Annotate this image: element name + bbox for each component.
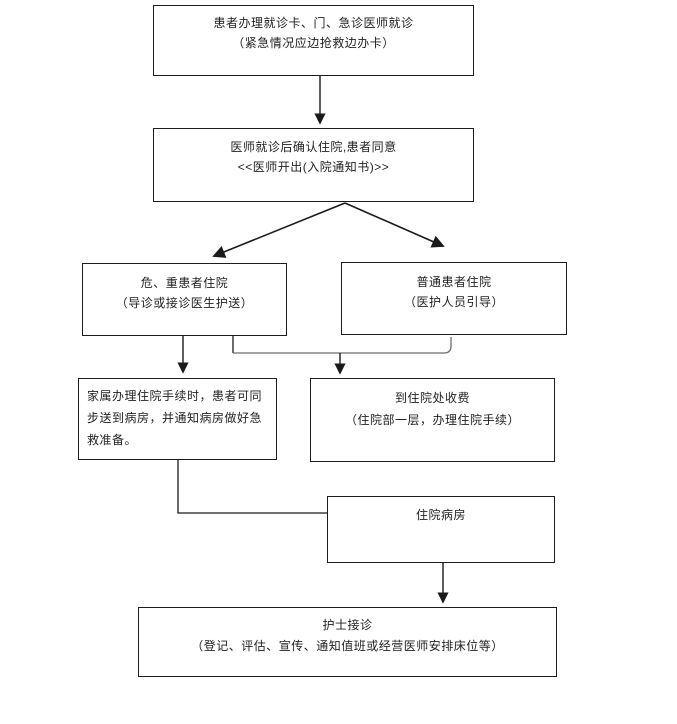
- flow-box-critical-patient: 危、重患者住院 （导诊或接诊医生护送）: [82, 263, 287, 336]
- line-family-to-ward: [177, 460, 327, 514]
- normal-patient-line1: 普通患者住院: [416, 275, 492, 289]
- inpatient-ward-line1: 住院病房: [415, 508, 466, 522]
- nurse-reception-line1: 护士接诊: [322, 618, 373, 632]
- line-merge-horizontal: [233, 337, 452, 354]
- nurse-reception-line2: （登记、评估、宣传、通知值班或经营医师安排床位等）: [191, 639, 504, 653]
- admission-fee-line2: （住院部一层，办理住院手续）: [344, 413, 520, 427]
- arrow-confirm-to-normal: [344, 202, 445, 248]
- flow-box-confirm-admission: 医师就诊后确认住院,患者同意 <<医师开出(入院通知书)>>: [153, 128, 474, 202]
- confirm-admission-line2: <<医师开出(入院通知书)>>: [237, 160, 390, 174]
- flow-box-registration: 患者办理就诊卡、门、急诊医师就诊 （紧急情况应边抢救边办卡）: [153, 5, 474, 76]
- registration-line1: 患者办理就诊卡、门、急诊医师就诊: [213, 16, 414, 30]
- flow-box-admission-fee: 到住院处收费 （住院部一层，办理住院手续）: [310, 378, 555, 462]
- admission-fee-line1: 到住院处收费: [394, 391, 470, 405]
- confirm-admission-line1: 医师就诊后确认住院,患者同意: [230, 140, 397, 154]
- arrow-confirm-to-critical: [212, 202, 346, 258]
- flow-box-inpatient-ward: 住院病房: [327, 496, 555, 563]
- critical-patient-line2: （导诊或接诊医生护送）: [115, 296, 254, 310]
- flow-box-family-procedure: 家属办理住院手续时，患者可同步送到病房，并通知病房做好急救准备。: [78, 378, 277, 460]
- normal-patient-line2: （医护人员引导）: [403, 295, 504, 309]
- registration-line2: （紧急情况应边抢救边办卡）: [232, 36, 395, 50]
- family-procedure-text: 家属办理住院手续时，患者可同步送到病房，并通知病房做好急救准备。: [87, 389, 263, 447]
- critical-patient-line1: 危、重患者住院: [140, 276, 229, 290]
- flow-box-normal-patient: 普通患者住院 （医护人员引导）: [341, 262, 567, 335]
- flow-box-nurse-reception: 护士接诊 （登记、评估、宣传、通知值班或经营医师安排床位等）: [138, 607, 557, 677]
